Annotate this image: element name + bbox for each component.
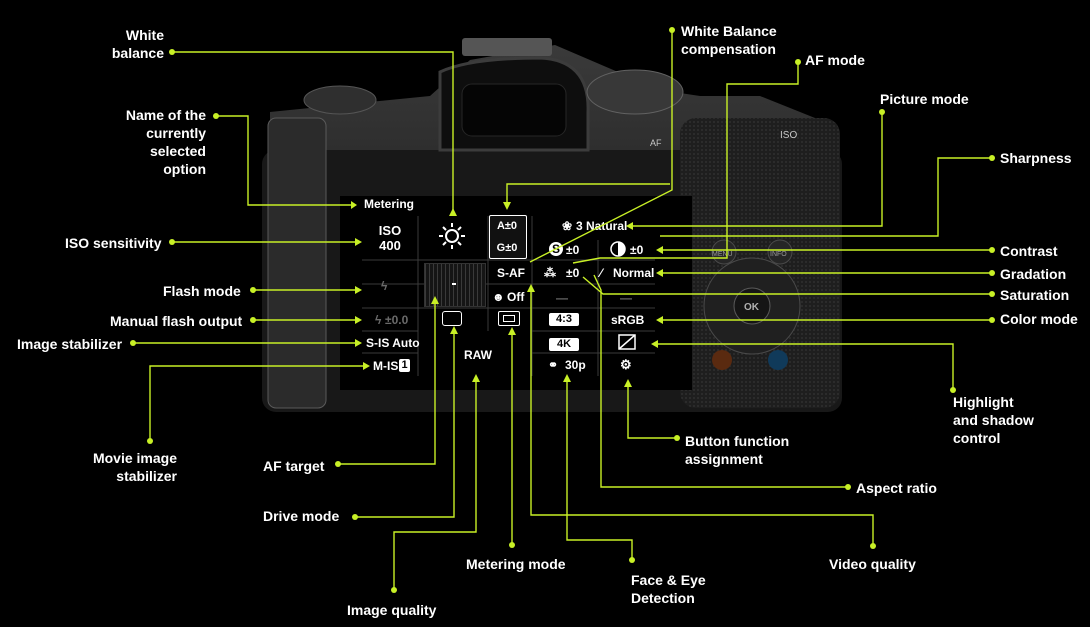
af-mode-value: S-AF xyxy=(497,266,525,280)
flash-output-value: ±0.0 xyxy=(385,313,409,327)
contrast-value: ±0 xyxy=(630,243,644,257)
af-target-point xyxy=(452,283,456,285)
iso-value: 400 xyxy=(379,238,401,253)
camera-af-key: AF xyxy=(650,138,662,148)
highlight-shadow-icon xyxy=(618,334,636,350)
gear-icon: ⚙ xyxy=(620,357,632,372)
callout-af-target: AF target xyxy=(263,458,325,474)
camera-iso-key: ISO xyxy=(780,130,797,141)
color-space-value: sRGB xyxy=(611,313,645,327)
face-detect-value: Off xyxy=(507,290,525,304)
callout-drive-mode: Drive mode xyxy=(263,508,340,524)
left-silver-edge xyxy=(267,117,327,409)
iso-label: ISO xyxy=(378,223,402,238)
wb-amber-value: A±0 xyxy=(496,220,518,232)
metering-title: Metering xyxy=(363,197,414,211)
movie-is-number: 1 xyxy=(399,359,410,372)
gradation-value: Normal xyxy=(613,266,655,280)
metering-mode-inner xyxy=(503,315,515,322)
image-stabilizer-value: S-IS Auto xyxy=(366,336,420,350)
sharpness-value: ±0 xyxy=(566,243,580,257)
viewfinder-window xyxy=(461,83,567,137)
aspect-ratio-value: 4:3 xyxy=(549,313,579,326)
camera-info-key: INFO xyxy=(770,251,787,258)
hot-shoe xyxy=(462,38,552,56)
contrast-icon xyxy=(610,241,626,257)
screen-grid xyxy=(362,216,655,376)
callout-aspect-ratio: Aspect ratio xyxy=(856,480,937,496)
wb-compensation-box xyxy=(489,215,527,259)
video-rate-value: 30p xyxy=(565,358,586,372)
ok-button-icon xyxy=(733,287,771,325)
gradation-icon: ⁄ xyxy=(600,266,603,280)
saturation-icon: ⁂ xyxy=(544,266,556,280)
callout-sharpness: Sharpness xyxy=(1000,150,1072,166)
image-quality-value: RAW xyxy=(464,348,492,362)
erase-button-icon xyxy=(712,350,732,370)
playback-button-icon xyxy=(768,350,788,370)
callout-flash-mode: Flash mode xyxy=(163,283,241,299)
callout-metering-mode: Metering mode xyxy=(466,556,566,572)
callout-color-mode: Color mode xyxy=(1000,311,1078,327)
callout-image-stabilizer: Image stabilizer xyxy=(17,336,123,352)
metering-mode-icon xyxy=(498,311,520,326)
callout-iso-sensitivity: ISO sensitivity xyxy=(65,235,162,251)
callout-contrast: Contrast xyxy=(1000,243,1058,259)
callout-af-mode: AF mode xyxy=(805,52,865,68)
top-dial-right xyxy=(586,69,684,115)
flash-output-icon: ϟ xyxy=(375,313,382,327)
info-button-icon xyxy=(767,239,793,265)
callout-gradation: Gradation xyxy=(1000,266,1067,282)
callout-video-quality: Video quality xyxy=(829,556,916,572)
saturation-value: ±0 xyxy=(566,266,580,280)
wb-green-value: G±0 xyxy=(496,242,518,254)
video-camera-icon: ⚭ xyxy=(548,358,559,372)
flash-icon: ϟ xyxy=(381,279,388,293)
camera-ok-key: OK xyxy=(744,302,760,313)
callout-image-quality: Image quality xyxy=(347,602,437,618)
empty-slot-1: — xyxy=(556,291,568,305)
video-resolution-value: 4K xyxy=(549,338,579,351)
movie-is-value: M-IS xyxy=(373,359,399,373)
callout-picture-mode: Picture mode xyxy=(880,91,969,107)
face-detect-icon: ☻ xyxy=(492,290,505,304)
picture-mode-icon: ❀ xyxy=(562,219,573,233)
top-dial-left xyxy=(303,85,377,115)
camera-menu-key: MENU xyxy=(712,251,733,258)
callout-manual-flash-output: Manual flash output xyxy=(110,313,243,329)
drive-mode-icon xyxy=(442,311,462,326)
callout-saturation: Saturation xyxy=(1000,287,1070,303)
sun-white-balance-icon xyxy=(439,223,465,249)
